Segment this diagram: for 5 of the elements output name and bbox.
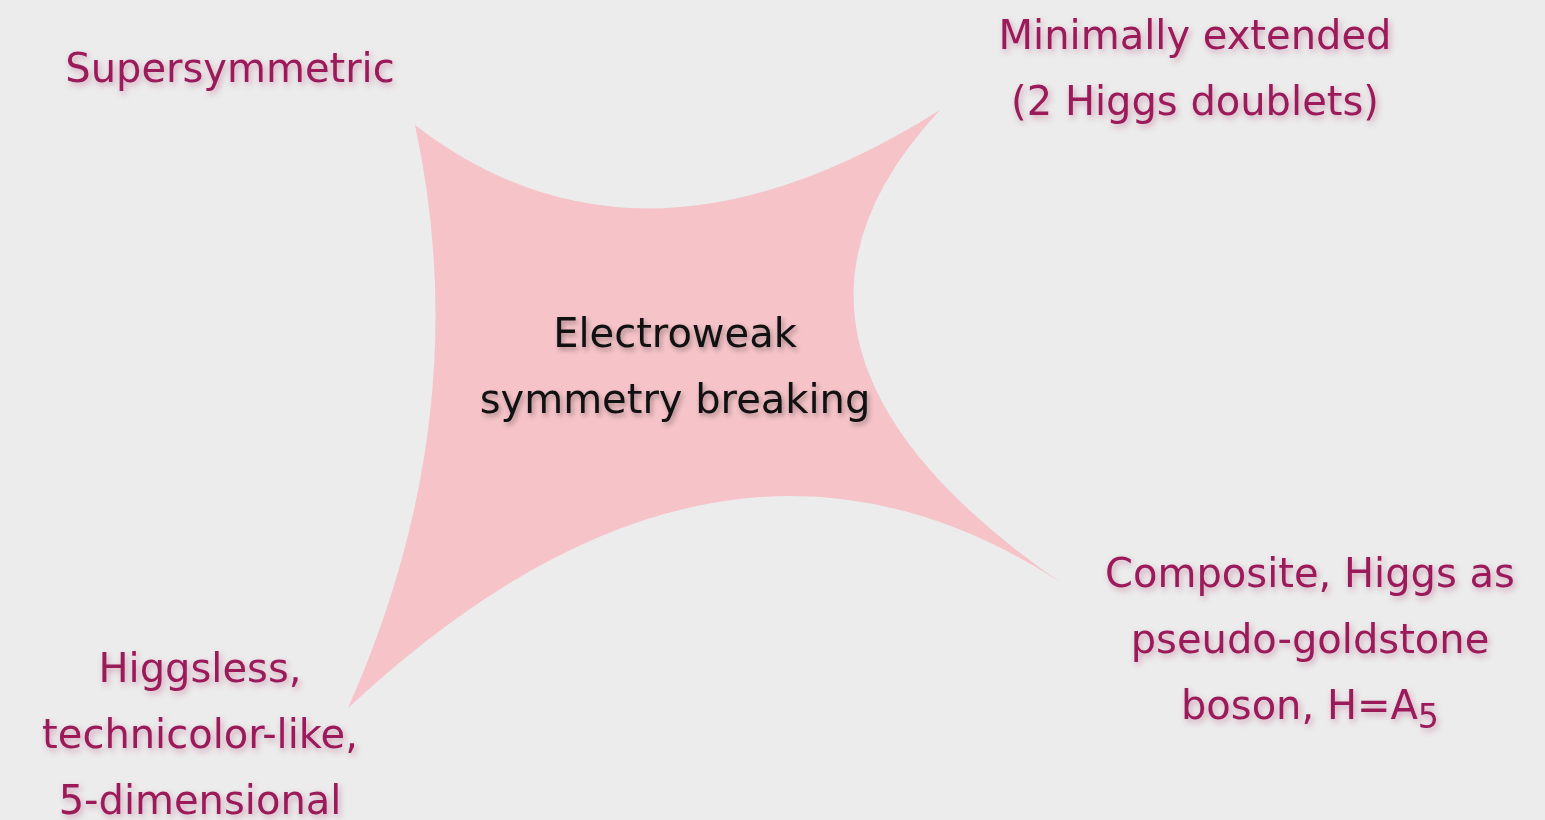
model-label: Composite, Higgs as pseudo-goldstone boson, H=A$_{5}$ [1104, 549, 1516, 738]
model-label: Minimally extended (2 Higgs doublets) [997, 11, 1393, 126]
center-label: Electroweak symmetry breaking [478, 309, 872, 424]
model-label: Supersymmetric [64, 44, 396, 93]
model-label: Higgsless, technicolor-like, 5-dimensional [41, 644, 359, 820]
